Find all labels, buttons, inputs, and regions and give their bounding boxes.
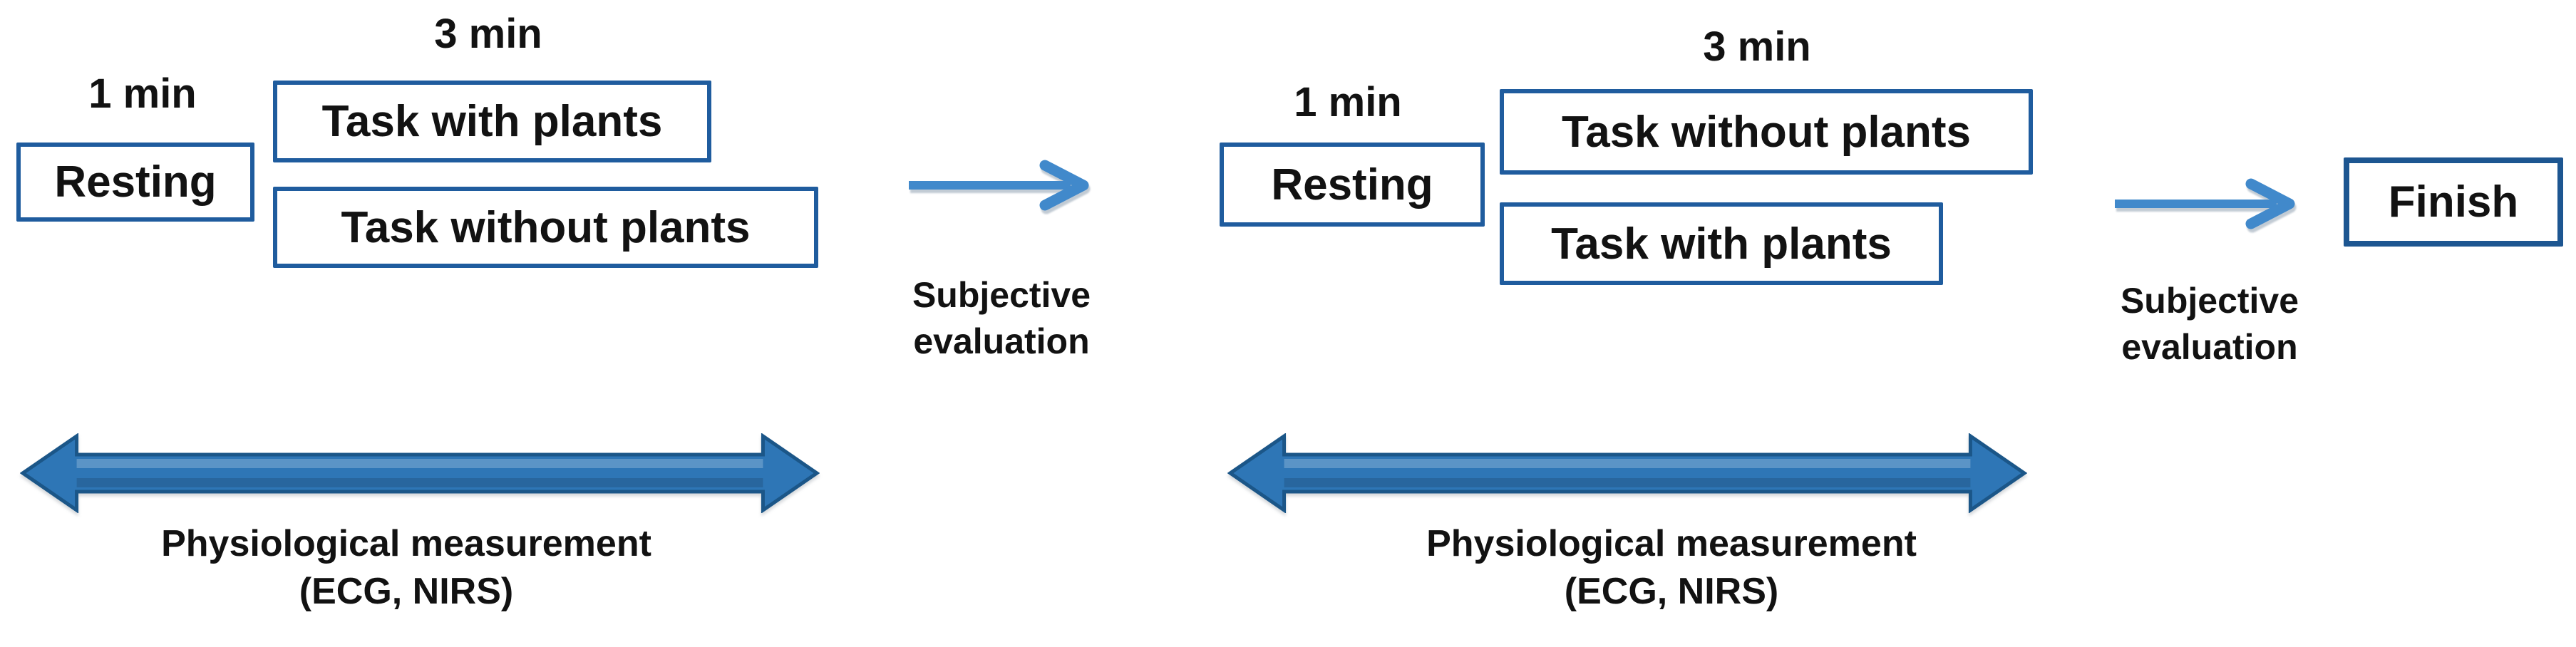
phase2-measurement-line2: (ECG, NIRS)	[1564, 570, 1779, 612]
phase1-measurement-line2: (ECG, NIRS)	[299, 570, 514, 612]
double-headed-arrow-icon	[20, 433, 820, 513]
phase2-resting-label: Resting	[1271, 160, 1433, 209]
phase2-resting-box: Resting	[1220, 143, 1485, 227]
phase1-resting-label: Resting	[54, 157, 217, 207]
phase2-task-box-2: Task with plants	[1500, 202, 1943, 285]
phase1-resting-box: Resting	[16, 143, 254, 222]
phase1-measurement-line1: Physiological measurement	[161, 523, 651, 564]
phase1-task-duration-label: 3 min	[434, 11, 542, 57]
phase1-task-label-1: Task with plants	[321, 97, 663, 146]
finish-label: Finish	[2388, 177, 2519, 227]
phase1-measurement-label: Physiological measurement (ECG, NIRS)	[118, 520, 695, 615]
phase2-transition-label: Subjective evaluation	[2120, 281, 2299, 367]
phase2-measurement-label: Physiological measurement (ECG, NIRS)	[1383, 520, 1960, 615]
phase1-task-box-2: Task without plants	[273, 187, 818, 268]
phase2-task-label-1: Task without plants	[1561, 107, 1972, 157]
phase2-task-duration-label: 3 min	[1703, 24, 1811, 70]
right-arrow-icon	[909, 160, 1089, 211]
phase1-resting-duration-label: 1 min	[88, 71, 197, 117]
finish-box: Finish	[2344, 157, 2563, 247]
phase1-task-label-2: Task without plants	[341, 202, 751, 252]
phase1-task-box-1: Task with plants	[273, 81, 711, 162]
phase2-task-label-2: Task with plants	[1551, 219, 1892, 269]
phase2-task-box-1: Task without plants	[1500, 89, 2033, 175]
right-arrow-icon	[2115, 178, 2295, 229]
phase2-measurement-line1: Physiological measurement	[1426, 523, 1917, 564]
phase1-transition-label: Subjective evaluation	[912, 275, 1091, 361]
double-headed-arrow-icon	[1227, 433, 2027, 513]
phase2-resting-duration-label: 1 min	[1294, 79, 1402, 125]
